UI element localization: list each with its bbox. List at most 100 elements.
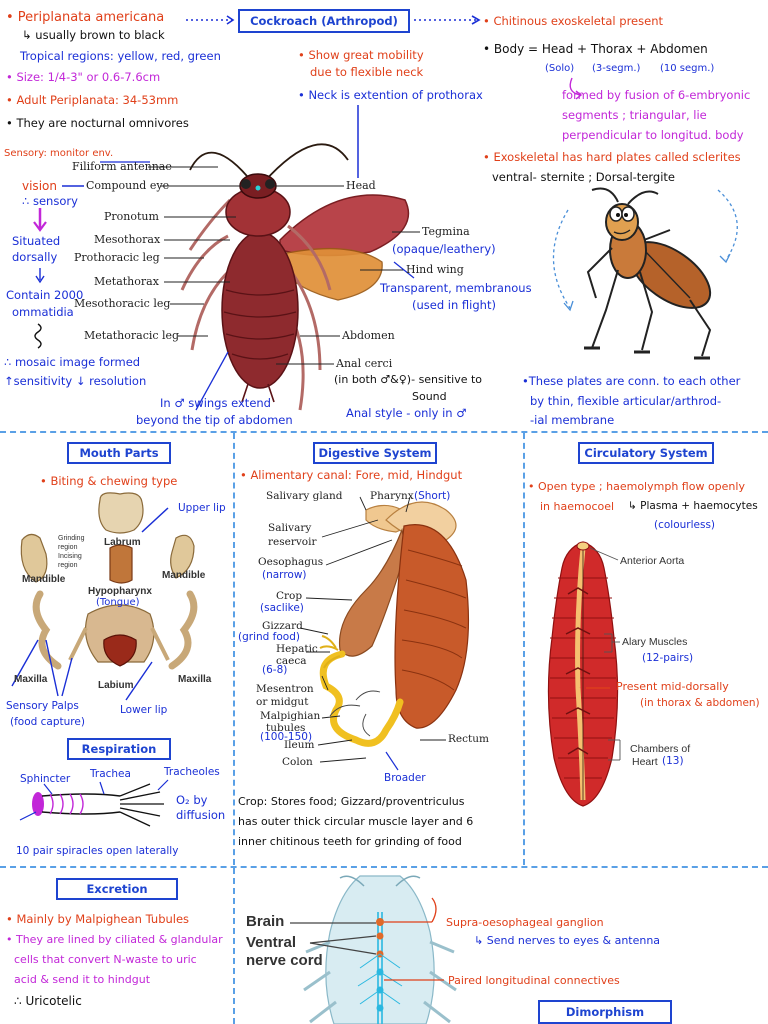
species-text: • Periplanata americana — [6, 10, 165, 25]
o2-note-1: O₂ by — [176, 793, 208, 807]
excretion-title: Excretion — [56, 878, 178, 900]
sensory2-note: ∴ sensory — [22, 194, 78, 208]
label-maxilla-left: Maxilla — [14, 674, 48, 685]
label-anal-cerci: Anal cerci — [336, 357, 393, 370]
adult-text: • Adult Periplanata: 34-53mm — [6, 93, 179, 107]
label-hepatic-1: Hepatic — [276, 643, 318, 655]
swings-2: beyond the tip of abdomen — [136, 413, 293, 427]
divider-v3 — [233, 868, 235, 1024]
present-2: (in thorax & abdomen) — [640, 697, 760, 709]
label-mandible-right: Mandible — [162, 570, 206, 581]
anal-style: Anal style - only in ♂ — [346, 406, 467, 420]
body-solo: (Solo) — [545, 63, 575, 74]
turn-arrow-icon: ↳ — [22, 28, 36, 42]
label-metathoracic-leg: Metathoracic leg — [84, 329, 180, 342]
label-salivary-reservoir-2: reservoir — [268, 536, 317, 548]
uricotelic-text: ∴ Uricotelic — [14, 994, 82, 1008]
malpighian-count: (100-150) — [260, 731, 313, 743]
opaque-note: (opaque/leathery) — [392, 242, 496, 256]
swings-1: In ♂ swings extend — [160, 396, 271, 410]
conn-2: by thin, flexible articular/arthrod- — [530, 394, 722, 408]
crop-note-1: Crop: Stores food; Gizzard/proventriculu… — [238, 795, 465, 808]
label-gizzard: Gizzard — [262, 620, 303, 632]
cartoon-cockroach-illustration — [552, 187, 738, 360]
contain-2: ommatidia — [12, 305, 74, 319]
palps-2: (food capture) — [10, 716, 85, 728]
vision-note: vision — [22, 179, 57, 193]
conn-3: -ial membrane — [530, 413, 615, 427]
label-ileum: Ileum — [284, 739, 315, 751]
fusion-2: segments ; triangular, lie — [562, 108, 707, 122]
neck-pointer-line — [357, 105, 359, 178]
lower-lip-note: Lower lip — [120, 704, 168, 716]
label-mesentron-2: or midgut — [256, 696, 309, 708]
label-oesophagus: Oesophagus — [258, 556, 324, 568]
paired-note: Paired longitudinal connectives — [448, 974, 620, 987]
oesophagus-narrow: (narrow) — [262, 569, 307, 581]
digestive-system-diagram — [319, 501, 470, 747]
label-hepatic-2: caeca — [276, 655, 307, 667]
ventral-label-1: Ventral — [246, 934, 297, 951]
o2-note-2: diffusion — [176, 808, 226, 822]
circulatory-title: Circulatory System — [578, 442, 714, 464]
turn-arrow-icon: ↳ — [628, 500, 641, 512]
label-labrum: Labrum — [104, 537, 141, 548]
label-prothoracic-leg: Prothoracic leg — [74, 251, 160, 264]
color-note: ↳ usually brown to black — [22, 28, 165, 42]
pharynx-short: (Short) — [414, 490, 451, 502]
canal-text: • Alimentary canal: Fore, mid, Hindgut — [240, 468, 463, 482]
digestive-title: Digestive System — [313, 442, 437, 464]
cockroach-anatomy-diagram — [180, 143, 410, 411]
cockroach-title: Cockroach (Arthropod) — [238, 9, 410, 33]
mosaic-note: ∴ mosaic image formed — [4, 355, 141, 369]
plasma-text: Plasma + haemocytes — [640, 500, 758, 512]
color-note-text: usually brown to black — [35, 28, 165, 42]
broader-note: Broader — [384, 772, 426, 784]
present-1: Present mid-dorsally — [616, 680, 729, 693]
sensory-note: Sensory: monitor env. — [4, 148, 114, 159]
mouth-parts-illustration — [11, 492, 198, 701]
crop-saclike: (saclike) — [260, 602, 304, 614]
plates-text: • Exoskeletal has hard plates called scl… — [483, 150, 741, 164]
label-hind-wing: Hind wing — [406, 263, 464, 276]
circulatory-pointer-lines — [586, 547, 621, 761]
body-equation: • Body = Head + Thorax + Abdomen — [483, 42, 708, 56]
body-thorax: (3-segm.) — [592, 63, 641, 74]
situated-1: Situated — [12, 234, 61, 248]
open-type-1: • Open type ; haemolymph flow openly — [528, 480, 745, 493]
plasma-note: ↳ Plasma + haemocytes — [628, 500, 758, 513]
divider-v1 — [233, 433, 235, 865]
trachea-diagram — [19, 779, 169, 827]
lined-3: acid & send it to hindgut — [14, 973, 151, 986]
digestive-pointer-lines — [299, 496, 446, 771]
label-alary-muscles: Alary Muscles — [622, 636, 688, 648]
label-mandible-left: Mandible — [22, 574, 66, 585]
lined-1: • They are lined by ciliated & glandular — [6, 933, 223, 946]
label-abdomen: Abdomen — [342, 329, 395, 342]
hepatic-count: (6-8) — [262, 664, 288, 676]
tracheoles-note: Tracheoles — [164, 766, 220, 778]
label-rectum: Rectum — [448, 733, 489, 745]
label-pronotum: Pronotum — [104, 210, 159, 223]
chitinous-text: • Chitinous exoskeletal present — [483, 14, 663, 28]
nerves-text: Send nerves to eyes & antenna — [486, 934, 661, 947]
anatomy-pointer-lines — [33, 161, 420, 411]
ventral-label-2: nerve cord — [246, 952, 323, 969]
conn-1: •These plates are conn. to each other — [522, 374, 741, 388]
label-filiform-antennae: Filiform antennae — [72, 160, 172, 173]
label-mesothorax: Mesothorax — [94, 233, 161, 246]
transparent-2: (used in flight) — [412, 298, 496, 312]
label-mesothoracic-leg: Mesothoracic leg — [74, 297, 171, 310]
supra-note: Supra-oesophageal ganglion — [446, 916, 604, 929]
nervous-system-diagram — [303, 875, 457, 1024]
upper-lip-note: Upper lip — [178, 502, 226, 514]
open-type-2: in haemocoel — [540, 500, 615, 513]
label-colon: Colon — [282, 756, 313, 768]
palps-1: Sensory Palps — [6, 700, 79, 712]
chambers-count: (13) — [662, 755, 684, 767]
label-grinding-region: region — [58, 544, 78, 551]
spiracles-note: 10 pair spiracles open laterally — [16, 845, 179, 857]
label-salivary-gland: Salivary gland — [266, 490, 343, 502]
label-head: Head — [346, 179, 376, 192]
